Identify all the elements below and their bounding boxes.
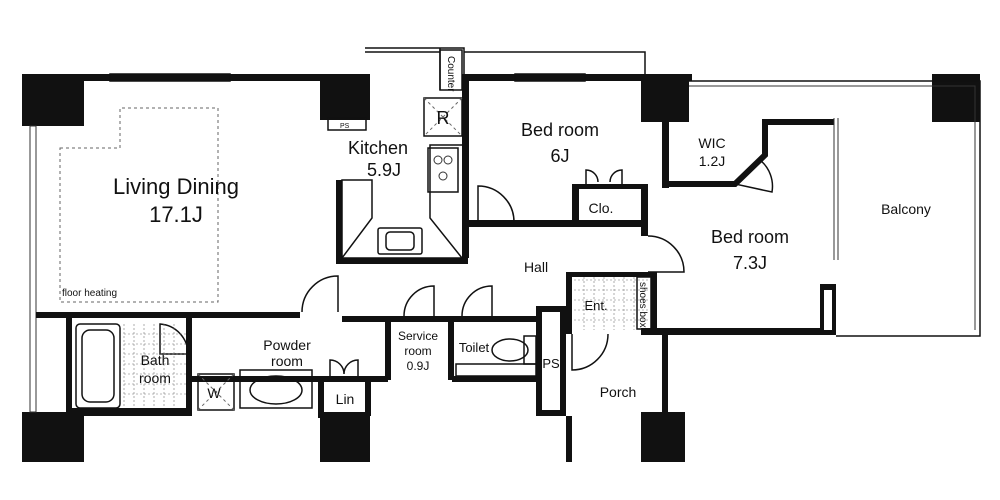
kitchen-size: 5.9J bbox=[367, 160, 401, 180]
porch-label: Porch bbox=[600, 384, 637, 400]
shoes-box-label: shoes box bbox=[637, 282, 648, 328]
room-labels: Living Dining 17.1J floor heating Kitche… bbox=[62, 56, 931, 407]
powder-line2: room bbox=[271, 353, 303, 369]
linen-label: Lin bbox=[336, 391, 355, 407]
bedroom-b-size: 7.3J bbox=[733, 253, 767, 273]
entrance-tile bbox=[574, 277, 650, 330]
fixtures bbox=[59, 49, 839, 411]
service-size: 0.9J bbox=[407, 359, 430, 373]
bedroom-a-name: Bed room bbox=[521, 120, 599, 140]
washer-label: W bbox=[207, 385, 221, 401]
hall-label: Hall bbox=[524, 259, 548, 275]
entrance-label: Ent. bbox=[584, 298, 607, 313]
wic-size: 1.2J bbox=[699, 153, 725, 169]
ps-label: PS bbox=[542, 356, 560, 371]
structural-columns bbox=[22, 74, 980, 462]
ps-small-label: PS bbox=[340, 123, 350, 130]
living-name: Living Dining bbox=[113, 174, 239, 199]
wic-name: WIC bbox=[698, 135, 725, 151]
bath-tile bbox=[123, 324, 186, 408]
floor-heating-label: floor heating bbox=[62, 288, 117, 299]
exterior-walls bbox=[22, 47, 981, 416]
bedroom-b-name: Bed room bbox=[711, 227, 789, 247]
closet-label: Clo. bbox=[589, 200, 614, 216]
refrigerator-label: R bbox=[437, 108, 450, 128]
bath-line1: Bath bbox=[141, 352, 170, 368]
bedroom-a-size: 6J bbox=[550, 146, 569, 166]
service-line2: room bbox=[404, 344, 431, 358]
powder-line1: Powder bbox=[263, 337, 311, 353]
balcony-label: Balcony bbox=[881, 201, 931, 217]
doors bbox=[159, 158, 774, 376]
counter-label: Counter bbox=[445, 56, 456, 92]
toilet-label: Toilet bbox=[459, 340, 490, 355]
kitchen-name: Kitchen bbox=[348, 138, 408, 158]
interior-walls bbox=[36, 74, 836, 462]
service-line1: Service bbox=[398, 329, 438, 343]
living-size: 17.1J bbox=[149, 202, 203, 227]
bath-line2: room bbox=[139, 370, 171, 386]
